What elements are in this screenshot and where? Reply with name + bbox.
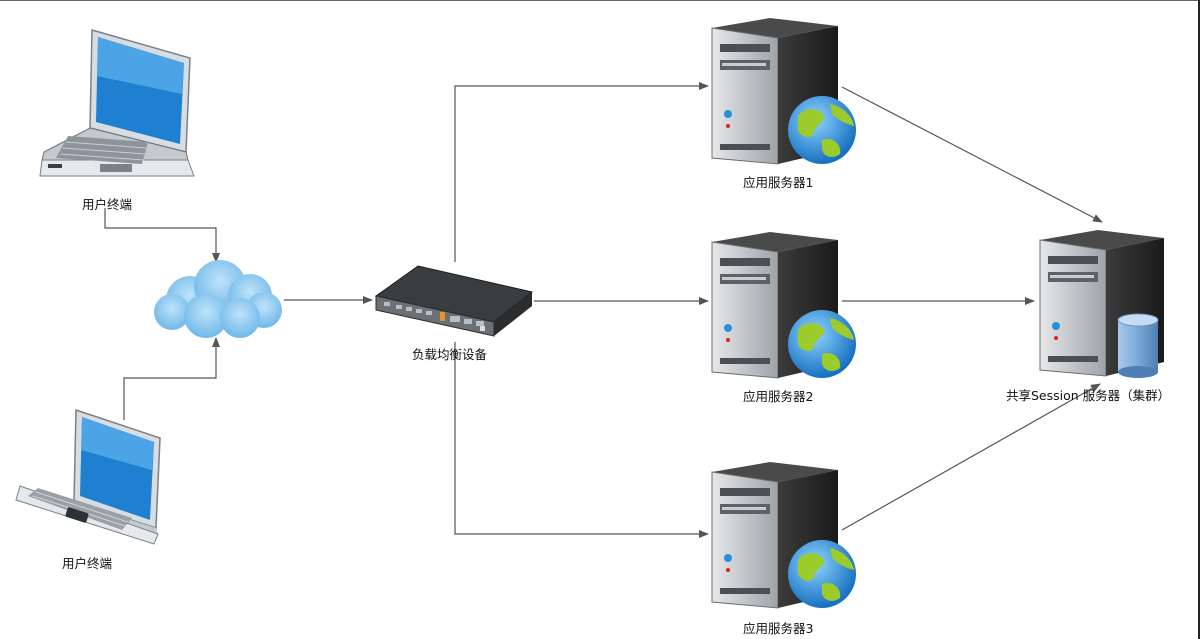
internet-cloud-node[interactable] [150, 256, 286, 342]
app-server-1-label: 应用服务器1 [743, 175, 814, 190]
app-server-2-node[interactable] [706, 222, 860, 382]
session-server-label: 共享Session 服务器（集群） [1006, 388, 1171, 403]
database-server-icon [1039, 230, 1164, 378]
cloud-icon [154, 260, 282, 338]
globe-icon [788, 310, 856, 378]
connector-lb-to-server-1 [454, 82, 709, 262]
web-server-icon [711, 18, 856, 165]
connector-lb-to-server-3 [454, 342, 709, 538]
web-server-icon [711, 462, 856, 609]
client-bottom-label: 用户终端 [62, 556, 113, 571]
app-server-2-label: 应用服务器2 [743, 389, 814, 404]
frame-border-top [0, 0, 1200, 1]
web-server-icon [711, 232, 856, 379]
database-cylinder-icon [1117, 313, 1159, 378]
load-balancer-node[interactable] [372, 262, 536, 342]
client-top-label: 用户终端 [82, 197, 133, 212]
client-top-node[interactable] [38, 24, 198, 194]
app-server-3-node[interactable] [706, 452, 860, 612]
connector-client-top-to-cloud [104, 208, 220, 263]
frame-border-right [1198, 0, 1200, 639]
laptop-icon [39, 29, 195, 177]
connector-server-1-to-session [841, 86, 1103, 223]
globe-icon [788, 96, 856, 164]
session-server-node[interactable] [1034, 220, 1174, 380]
connector-server-3-to-session [841, 383, 1101, 531]
app-server-1-node[interactable] [706, 8, 860, 168]
connector-client-bottom-to-cloud [123, 337, 220, 420]
globe-icon [788, 540, 856, 608]
load-balancer-label: 负载均衡设备 [412, 347, 488, 362]
client-bottom-node[interactable] [14, 404, 164, 552]
app-server-3-label: 应用服务器3 [743, 621, 814, 636]
switch-device-icon [374, 265, 534, 337]
laptop-icon [15, 408, 161, 545]
